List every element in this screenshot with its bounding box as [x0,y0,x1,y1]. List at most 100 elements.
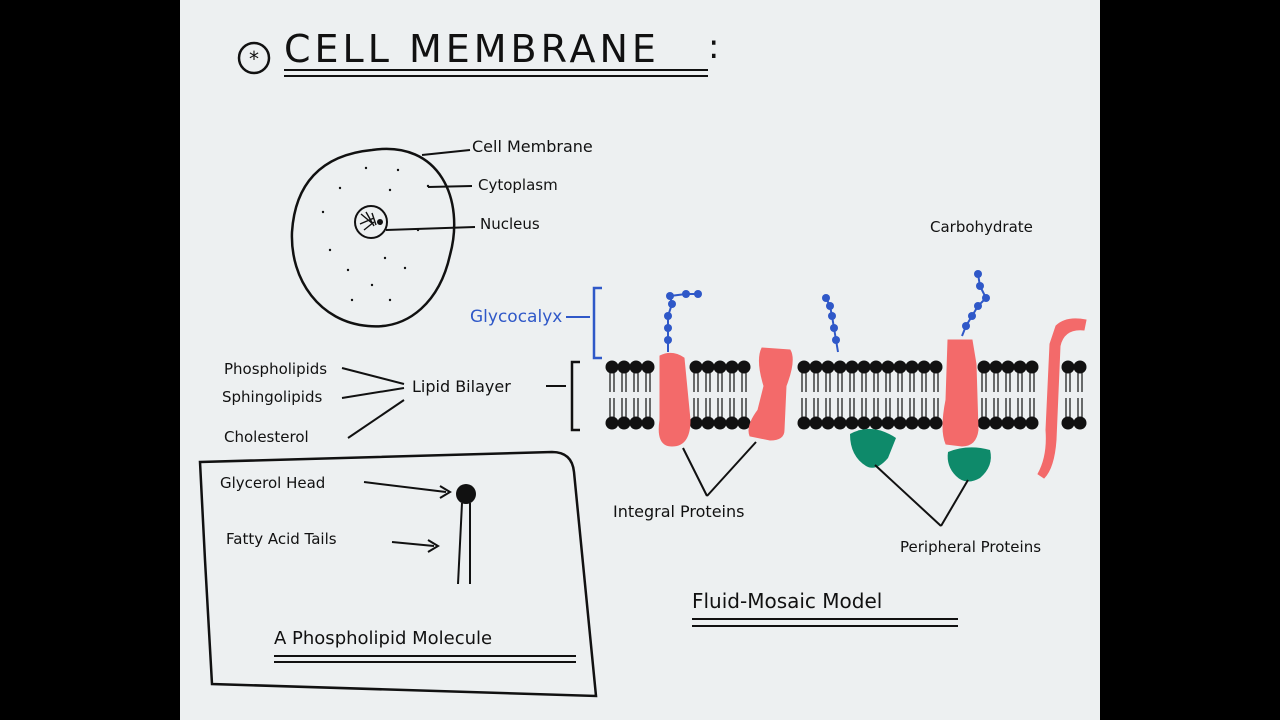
phospholipid-head [629,360,643,374]
phospholipid-tails [837,373,843,417]
bullet-symbol: * [249,47,259,71]
phospholipid-head [845,416,859,430]
phospholipid-head [1025,416,1039,430]
phospholipid-head [617,360,631,374]
title-text: CELL MEMBRANE [284,27,660,71]
phospholipid-head [857,360,871,374]
phospholipid-head [1061,416,1075,430]
label-cell-membrane: Cell Membrane [472,137,593,156]
phospholipid-head [821,416,835,430]
phospholipid-tails [717,373,723,417]
label-glycerol-head: Glycerol Head [220,474,325,492]
phospholipid-head [641,416,655,430]
phospholipid-tails [933,373,939,417]
integral-proteins-label-group: Integral Proteins [613,441,757,521]
phospholipid-tails [801,373,807,417]
phospholipid-head [881,360,895,374]
label-fatty-acid-tails: Fatty Acid Tails [226,530,337,548]
label-lipid-bilayer: Lipid Bilayer [412,377,511,396]
glycerol-head-shape [456,484,476,504]
label-peripheral-proteins: Peripheral Proteins [900,538,1041,556]
page-title: * CELL MEMBRANE : [237,27,719,77]
phospholipid-head [905,416,919,430]
phospholipid-tails [1005,373,1011,417]
carbohydrate-bead [664,324,672,332]
phospholipid-tails [645,373,651,417]
phospholipid-head [605,360,619,374]
integral-protein [942,339,979,447]
phospholipid-head [1001,360,1015,374]
phospholipid-head [893,360,907,374]
carbohydrate-bead [694,290,702,298]
label-cytoplasm: Cytoplasm [478,176,558,194]
phospholipid-head [905,360,919,374]
phospholipid-head [869,360,883,374]
phospholipid-head [977,416,991,430]
phospholipid-head [869,416,883,430]
phospholipid-tails [909,373,915,417]
phospholipid-head [929,416,943,430]
phospholipid-tails [1017,373,1023,417]
phospholipid-head [809,360,823,374]
phospholipid-head [689,360,703,374]
peripheral-proteins-label-group: Peripheral Proteins [874,464,1041,556]
phospholipid-tails [741,373,747,417]
phospholipid-head [641,360,655,374]
phospholipid-head [713,360,727,374]
phospholipid-head [917,416,931,430]
carbohydrate-bead [664,312,672,320]
carbohydrate-bead [822,294,830,302]
carbohydrate-bead [668,300,676,308]
label-nucleus: Nucleus [480,215,540,233]
label-glycocalyx: Glycocalyx [470,307,562,327]
phospholipid-head [1073,360,1087,374]
phospholipid-head [893,416,907,430]
phospholipid-head [725,360,739,374]
title-colon: : [708,27,719,67]
phospholipid-head [929,360,943,374]
phospholipid-head [881,416,895,430]
phospholipid-head [701,360,715,374]
integral-protein [1037,318,1087,479]
carbohydrate-bead [664,336,672,344]
phospholipid-head [713,416,727,430]
phospholipid-head [989,416,1003,430]
phospholipid-head [857,416,871,430]
phospholipid-tails [825,373,831,417]
phospholipid-tails [705,373,711,417]
phospholipid-head [821,360,835,374]
carbohydrate-bead [974,270,982,278]
glycocalyx-label-group: Glycocalyx [470,286,602,360]
phospholipid-head [689,416,703,430]
phospholipid-tails [813,373,819,417]
bilayer-composition: Phospholipids Sphingolipids Cholesterol … [222,360,580,446]
phospholipid-tails [693,373,699,417]
integral-protein [658,352,691,447]
phospholipid-tails [897,373,903,417]
carbohydrate-bead [974,302,982,310]
label-cholesterol: Cholesterol [224,428,309,446]
phospholipid-head [977,360,991,374]
phospholipid-tails [633,373,639,417]
label-carbohydrate: Carbohydrate [930,218,1033,236]
label-sphingolipids: Sphingolipids [222,388,322,406]
peripheral-protein [947,447,991,482]
label-integral-proteins: Integral Proteins [613,502,744,521]
label-phospholipid-molecule: A Phospholipid Molecule [274,628,492,649]
phospholipid-head [605,416,619,430]
bullet-circle-icon [237,41,271,75]
phospholipid-tails [1065,373,1071,417]
phospholipid-head [1001,416,1015,430]
phospholipid-tails [849,373,855,417]
phospholipid-head [1073,416,1087,430]
phospholipid-head [1025,360,1039,374]
phospholipid-head [845,360,859,374]
carbohydrate-bead [666,292,674,300]
phospholipid-head [1013,416,1027,430]
carbohydrate-bead [826,302,834,310]
carbohydrate-bead [968,312,976,320]
phospholipid-tails [1029,373,1035,417]
phospholipid-head [725,416,739,430]
phospholipid-head [737,416,751,430]
